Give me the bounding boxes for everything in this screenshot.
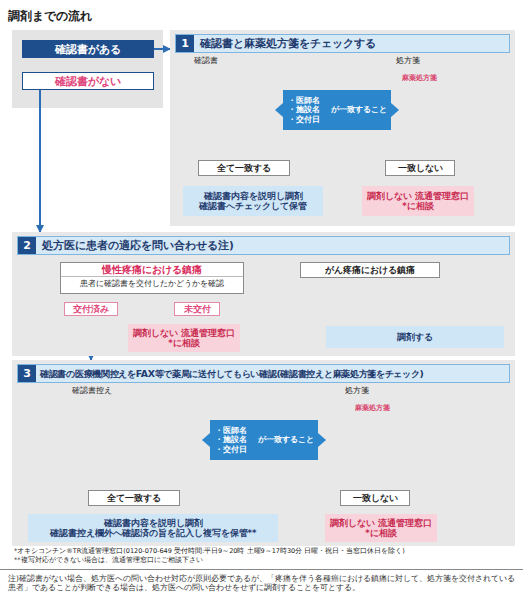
doc-heading: 麻薬処方箋 xyxy=(355,404,390,412)
branch-tag: 未交付 xyxy=(174,302,220,316)
doc-label: 確認書 xyxy=(194,56,218,66)
box-text: ・医師名 ・施設名 ・交付日 xyxy=(215,426,255,454)
step-number: 2 xyxy=(18,237,36,254)
box-text: 一致しない xyxy=(353,493,398,503)
flow-arrow xyxy=(154,48,170,50)
box-subtext: 患者に確認書を交付したかどうかを確認 xyxy=(80,277,224,289)
step-title: 確認書と麻薬処方箋をチェックする xyxy=(200,37,376,50)
step-header: 2 処方医に患者の適応を問い合わせる注) xyxy=(17,236,510,255)
step-header: 1 確認書と麻薬処方箋をチェックする xyxy=(175,34,510,53)
box-text: 調剤しない 流通管理窓口*に相談 xyxy=(132,328,236,348)
flow-arrow xyxy=(39,90,41,232)
separator-line xyxy=(0,569,523,570)
box-text: 調剤しない 流通管理窓口*に相談 xyxy=(366,191,470,211)
box-text: 全て一致する xyxy=(107,493,161,503)
result-box: 一致しない xyxy=(340,490,410,506)
result-box: 全て一致する xyxy=(88,490,180,506)
action-box: 確認書内容を説明し調剤 確認書控え欄外へ確認済の旨を記入し複写を保管** xyxy=(28,514,278,542)
start-box: 確認書がない xyxy=(22,72,154,90)
result-box: がん疼痛における鎮痛 xyxy=(300,262,440,278)
check-callout: ・医師名 ・施設名 ・交付日が一致すること xyxy=(283,90,391,130)
footnote: *オキシコンチン®TR流通管理窓口(0120-070-649 受付時間:平日9～… xyxy=(14,548,514,556)
box-text: 全て一致する xyxy=(217,163,271,173)
step-header: 3 確認書の医療機関控えをFAX等で薬局に送付してもらい確認(確認書控えと麻薬処方… xyxy=(17,364,510,383)
step-number: 3 xyxy=(18,365,36,382)
box-text: 確認書内容を説明し調剤 確認書控え欄外へ確認済の旨を記入し複写を保管** xyxy=(32,518,274,538)
step-title: 処方医に患者の適応を問い合わせる注) xyxy=(42,239,234,252)
check-callout: ・医師名 ・施設名 ・交付日が一致すること xyxy=(210,420,318,460)
start-box: 確認書がある xyxy=(22,40,154,58)
stop-box: 調剤しない 流通管理窓口*に相談 xyxy=(362,186,474,216)
action-box: 調剤する xyxy=(326,326,504,348)
box-text: 一致しない xyxy=(398,163,443,173)
box-subtext: が一致すること xyxy=(331,105,387,114)
box-text: ・医師名 ・施設名 ・交付日 xyxy=(288,96,328,124)
box-text: がん疼痛における鎮痛 xyxy=(325,265,415,275)
step-title: 確認書の医療機関控えをFAX等で薬局に送付してもらい確認(確認書控えと麻薬処方箋… xyxy=(40,368,424,379)
result-box: 全て一致する xyxy=(198,160,290,176)
box-text: 確認書がある xyxy=(55,43,121,56)
step-panel: 2 処方医に患者の適応を問い合わせる注) 慢性疼痛における鎮痛患者に確認書を交付した… xyxy=(12,232,515,356)
step-number: 1 xyxy=(176,35,194,52)
box-text: 未交付 xyxy=(184,304,211,314)
box-text: 調剤しない 流通管理窓口*に相談 xyxy=(329,518,433,538)
footnote: **複写対応ができない場合は、流通管理窓口にご相談下さい xyxy=(14,557,514,565)
box-text: 確認書がない xyxy=(55,75,121,88)
doc-label: 確認書控え xyxy=(72,386,112,396)
doc-label: 処方箋 xyxy=(396,56,420,66)
branch-tag: 交付済み xyxy=(64,302,118,316)
action-box: 確認書内容を説明し調剤 確認書へチェックして保管 xyxy=(183,186,323,216)
box-text: 交付済み xyxy=(73,304,109,314)
box-text: 調剤する xyxy=(397,332,433,342)
diagram-title: 調剤までの流れ xyxy=(8,8,92,25)
box-text: 確認書内容を説明し調剤 確認書へチェックして保管 xyxy=(187,191,319,211)
step-panel: 1 確認書と麻薬処方箋をチェックする・医師名 ・施設名 ・交付日が一致すること全て… xyxy=(170,30,515,226)
note: 注)確認書がない場合、処方医への問い合わせ対応が原則必要であるが、「疼痛を伴う各… xyxy=(8,574,515,592)
box-subtext: が一致すること xyxy=(258,435,314,444)
box-text: 慢性疼痛における鎮痛 xyxy=(61,263,243,277)
doc-label: 処方箋 xyxy=(345,386,369,396)
result-box: 一致しない xyxy=(385,160,455,176)
condition-box: 慢性疼痛における鎮痛患者に確認書を交付したかどうかを確認 xyxy=(60,262,244,294)
stop-box: 調剤しない 流通管理窓口*に相談 xyxy=(325,514,437,542)
stop-box: 調剤しない 流通管理窓口*に相談 xyxy=(128,324,240,352)
doc-heading: 麻薬処方箋 xyxy=(402,74,437,82)
